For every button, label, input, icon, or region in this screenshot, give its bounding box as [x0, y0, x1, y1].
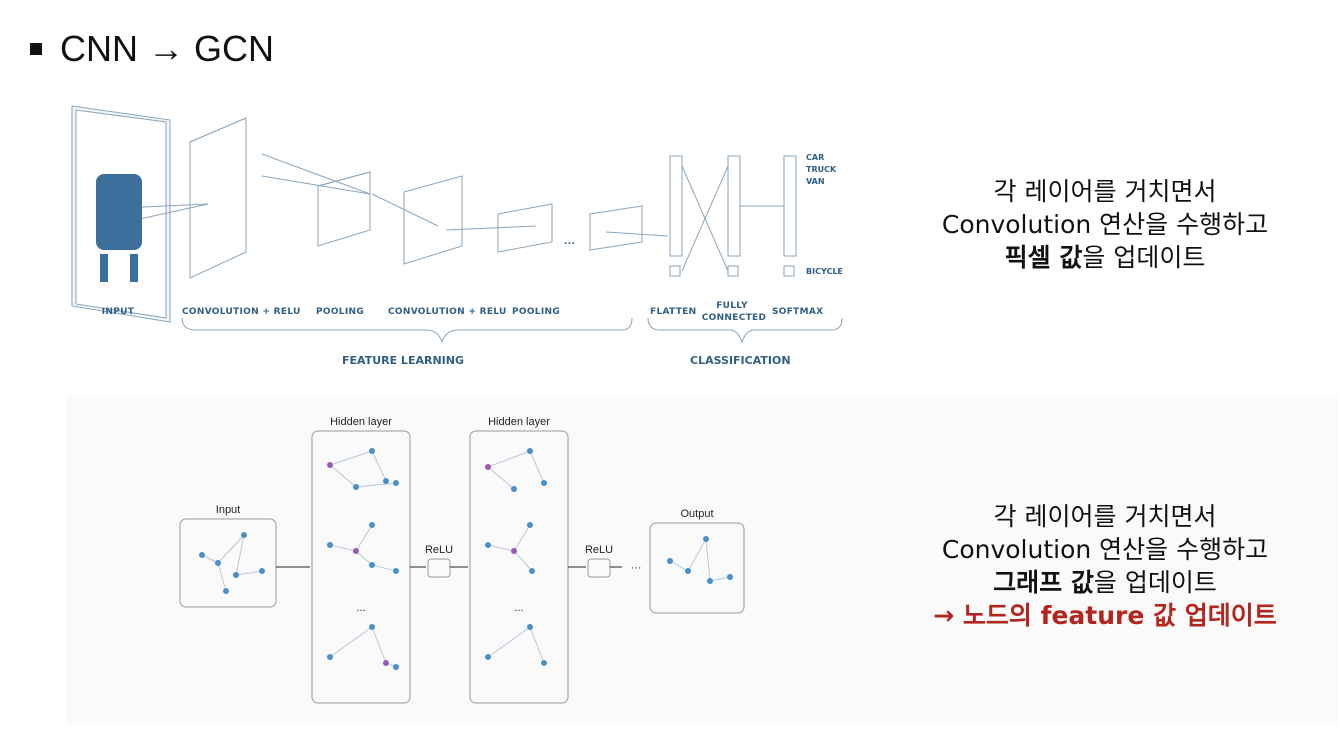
cnn-label-pool1: POOLING — [316, 307, 364, 317]
bullet-icon — [30, 43, 42, 55]
gcn-relu1-label: ReLU — [425, 544, 453, 556]
cnn-label-flatten: FLATTEN — [650, 307, 696, 317]
caption-gcn-line2: Convolution 연산을 수행하고 — [941, 535, 1269, 564]
caption-cnn-line3: 픽셀 값을 업데이트 — [880, 241, 1330, 274]
car-icon — [96, 174, 142, 282]
caption-cnn-line2: Convolution 연산을 수행하고 — [941, 210, 1269, 239]
caption-gcn-bold: 그래프 값 — [993, 568, 1094, 597]
gcn-input-label: Input — [216, 504, 240, 516]
gcn-hidden1-dots: ... — [356, 602, 365, 614]
cnn-label-connected: CONNECTED — [702, 313, 767, 323]
cnn-label-conv2: CONVOLUTION + RELU — [388, 307, 507, 317]
class-label-car: CAR — [806, 153, 824, 162]
class-label-van: VAN — [806, 177, 825, 186]
cnn-label-pool2: POOLING — [512, 307, 560, 317]
caption-gcn-rest: 을 업데이트 — [1093, 568, 1217, 597]
caption-cnn-rest: 을 업데이트 — [1082, 243, 1206, 272]
cnn-label-input: INPUT — [102, 307, 135, 317]
gcn-hidden2-label: Hidden layer — [488, 416, 550, 428]
cnn-label-softmax: SOFTMAX — [772, 307, 823, 317]
caption-gcn-line3: 그래프 값을 업데이트 — [880, 566, 1330, 599]
group-feature-learning: FEATURE LEARNING — [342, 354, 464, 367]
caption-gcn-line4: → 노드의 feature 값 업데이트 — [933, 601, 1277, 630]
class-label-truck: TRUCK — [806, 165, 837, 174]
gcn-output-dots: ··· — [631, 562, 642, 574]
cnn-label-conv1: CONVOLUTION + RELU — [182, 307, 301, 317]
caption-gcn: 각 레이어를 거치면서 Convolution 연산을 수행하고 그래프 값을 … — [880, 500, 1330, 632]
cnn-label-fully: FULLY — [716, 301, 748, 311]
gcn-diagram-panel: Input Hidden layer Hidden layer ReLU ReL… — [66, 395, 1338, 725]
gcn-hidden2-dots: ... — [514, 602, 523, 614]
cnn-ellipsis: ... — [564, 237, 575, 247]
gcn-hidden1-label: Hidden layer — [330, 416, 392, 428]
gcn-diagram: Input Hidden layer Hidden layer ReLU ReL… — [179, 416, 745, 704]
slide-title: CNN → GCN — [30, 28, 274, 70]
gcn-relu2-label: ReLU — [585, 544, 613, 556]
title-text: CNN → GCN — [60, 28, 274, 69]
caption-cnn: 각 레이어를 거치면서 Convolution 연산을 수행하고 픽셀 값을 업… — [880, 175, 1330, 274]
caption-cnn-line1: 각 레이어를 거치면서 — [993, 177, 1217, 206]
group-classification: CLASSIFICATION — [690, 354, 791, 367]
cnn-diagram: INPUT CONVOLUTION + RELU POOLING CONVOLU… — [71, 105, 843, 367]
class-label-bicycle: BICYCLE — [806, 267, 843, 276]
caption-cnn-bold: 픽셀 값 — [1004, 243, 1083, 272]
caption-gcn-line1: 각 레이어를 거치면서 — [993, 502, 1217, 531]
gcn-output-label: Output — [680, 508, 713, 520]
